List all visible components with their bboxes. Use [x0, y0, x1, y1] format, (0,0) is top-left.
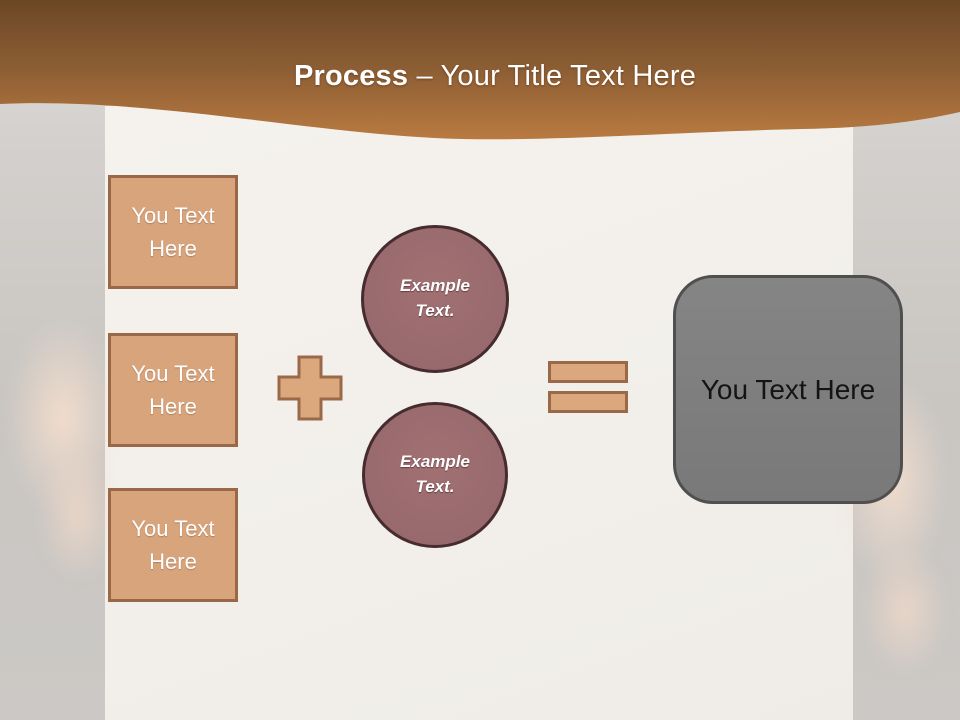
input-box-2-label: You Text Here — [131, 361, 215, 419]
process-circle-1[interactable]: Example Text. — [361, 225, 509, 373]
result-box-label: You Text Here — [700, 373, 876, 405]
header-wave — [0, 0, 960, 140]
left-hand-photo — [18, 420, 118, 610]
result-box[interactable]: You Text Here — [673, 275, 903, 504]
input-box-1-label: You Text Here — [131, 203, 215, 261]
process-circle-1-label: Example Text. — [400, 276, 470, 320]
input-box-3-label: You Text Here — [131, 516, 215, 574]
slide-title-text: – Your Title Text Here — [416, 60, 697, 92]
left-hand-photo — [0, 285, 122, 580]
process-circle-2[interactable]: Example Text. — [362, 402, 508, 548]
input-box-3[interactable]: You Text Here — [108, 488, 238, 602]
equals-icon — [548, 391, 628, 413]
right-hand-photo — [858, 520, 960, 700]
input-box-1[interactable]: You Text Here — [108, 175, 238, 289]
plus-icon — [277, 355, 343, 421]
process-circle-2-label: Example Text. — [400, 452, 470, 496]
equals-icon — [548, 361, 628, 383]
slide-title: Process – Your Title Text Here — [0, 60, 960, 93]
slide-title-keyword: Process — [293, 60, 409, 92]
input-box-2[interactable]: You Text Here — [108, 333, 238, 447]
